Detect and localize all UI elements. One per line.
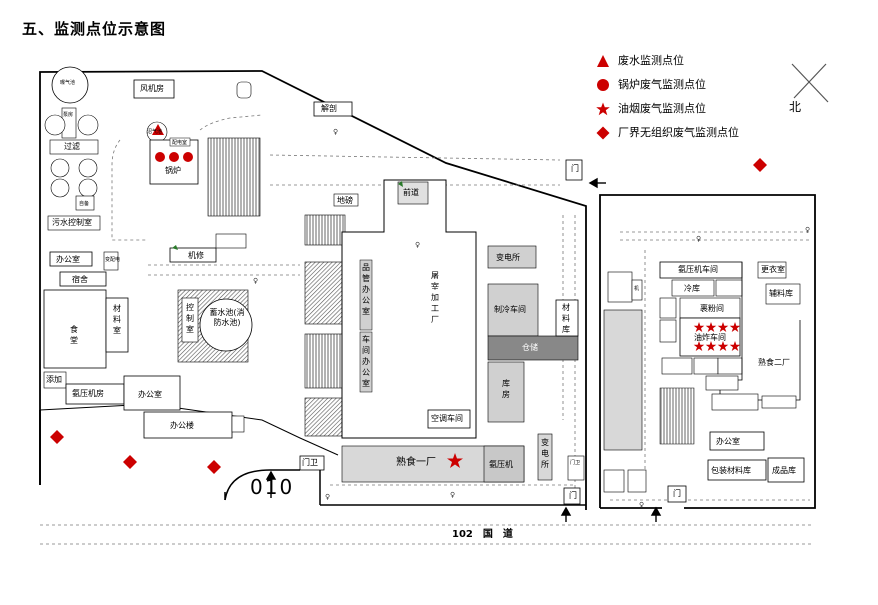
gate-center-label: 门 [569,491,577,500]
svg-text:♀: ♀ [333,128,338,136]
cold-store-label: 冷库 [684,284,700,293]
gate-east-label: 门 [673,489,681,498]
diamond-icon [596,126,610,140]
page-title: 五、监测点位示意图 [22,20,167,38]
star-icon [596,102,610,116]
legend-label: 锅炉废气监测点位 [618,78,706,91]
office-building-label: 办公楼 [170,421,194,430]
boiler-monitoring-points [155,152,193,162]
legend-item-boiler: 锅炉废气监测点位 [596,76,796,100]
svg-text:♀: ♀ [415,241,420,249]
office-east-label: 办公室 [716,437,740,446]
filter-label: 过滤 [64,142,80,151]
fume-monitoring-points-fry [693,322,741,351]
office-southwest-label: 办公室 [138,390,162,399]
cooked-food-1-label: 熟食一厂 [396,457,436,468]
distribution-label: 配电室 [172,140,188,146]
legend: 废水监测点位 锅炉废气监测点位 油烟废气监测点位 厂界无组织废气监测点位 [596,52,796,148]
legend-item-boundary: 厂界无组织废气监测点位 [596,124,796,148]
substation-2-label: 变电所 [541,438,549,469]
legend-label: 油烟废气监测点位 [618,102,706,115]
aux-store-label: 辅料库 [769,289,793,298]
gate-west-label: 门卫 [302,458,318,467]
front-path-label: 前道 [403,188,419,197]
machine-small-label: 机 [634,286,640,292]
cold-workshop-label: 制冷车间 [494,305,526,314]
fan-room-label: 风机房 [140,84,164,93]
dorm-label: 宿舍 [72,275,88,284]
wastewater-monitoring-point [152,124,164,135]
legend-item-wastewater: 废水监测点位 [596,52,796,76]
workshop-office-label: 车间办公室 [362,335,370,388]
ac-workshop-label: 空调车间 [431,414,463,423]
svg-text:♀: ♀ [253,277,258,285]
fume-monitoring-point-cooked-1 [447,453,463,468]
flour-room-label: 裹粉间 [700,304,724,313]
legend-item-fume: 油烟废气监测点位 [596,100,796,124]
packaging-store-label: 包装材料库 [711,466,751,475]
ammonia-room-west-label: 氨压机房 [72,389,104,398]
boundary-wall-west [39,70,587,510]
material-room-west-label: 材料室 [113,304,121,335]
material-store-label: 材料库 [562,303,570,334]
guard-label: 门卫 [570,460,581,466]
cooked-food-2-label: 熟食二厂 [758,358,790,367]
changing-room-label: 更衣室 [761,265,785,274]
scale-label: 地磅 [337,196,353,205]
finished-store-label: 成品库 [772,466,796,475]
control-room-label: 控制室 [186,303,194,334]
reservoir-label: 蓄水池(消防水池) [209,308,245,327]
biogas-pool-label: 曝气池 [60,80,76,86]
cutting-label: 解剖 [321,104,337,113]
svg-text:♀: ♀ [805,226,810,234]
hall-label: 仓储 [522,343,538,352]
add-label: 添加 [46,375,62,384]
machine-repair-label: 机修 [188,251,204,260]
fry-workshop-label: 油炸车间 [694,333,726,342]
canteen-label: 食堂 [70,325,78,345]
substation-1-label: 变电所 [496,253,520,262]
sewage-control-label: 污水控制室 [52,218,92,227]
north-arrow-icon [791,63,829,103]
svg-text:♀: ♀ [450,491,455,499]
boiler-label: 锅炉 [165,166,181,175]
svg-text:♀: ♀ [696,235,701,243]
slaughter-plant-label: 屠宰加工厂 [431,271,439,324]
road-label: 102 国 道 [452,529,513,540]
boundary-monitoring-points [50,158,767,474]
gate-number-label: 010 [250,475,295,499]
gate-northeast-label: 门 [571,164,579,173]
legend-label: 厂界无组织废气监测点位 [618,126,739,139]
quality-office-label: 品管办公室 [362,263,370,316]
ammonia-room-east-label: 氨压机车间 [678,265,718,274]
transformer-label: 变配电 [105,257,121,263]
triangle-icon [597,55,609,67]
svg-text:♀: ♀ [325,493,330,501]
office-west-label: 办公室 [56,255,80,264]
boundary-wall-east [599,194,816,509]
compass-north-label: 北 [789,100,802,114]
pump-room-label: 泵房 [63,112,74,118]
ammonia-machine-label: 氨压机 [489,460,513,469]
legend-label: 废水监测点位 [618,54,684,67]
aeration-label: 沼气池 [147,129,163,135]
svg-text:♀: ♀ [639,501,644,509]
warehouse-label: 库房 [502,379,510,399]
self-supply-label: 自备 [79,201,90,207]
circle-icon [597,79,609,91]
